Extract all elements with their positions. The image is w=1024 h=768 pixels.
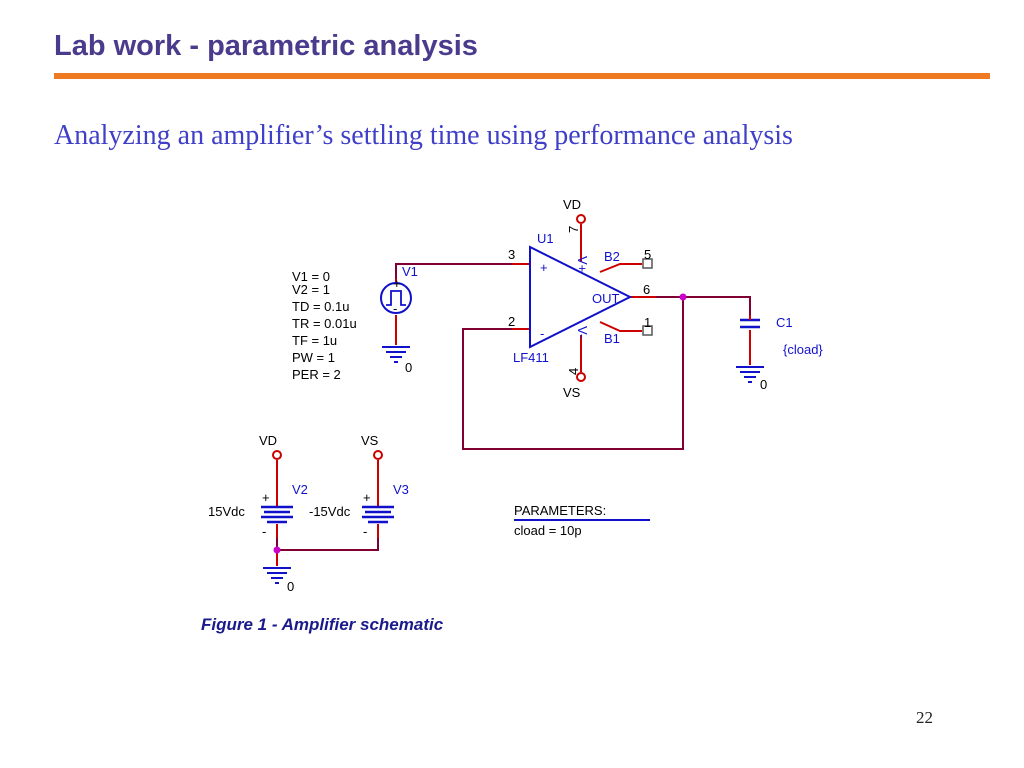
capacitor-c1 xyxy=(740,318,760,329)
vd-net-label: VD xyxy=(563,197,581,212)
slide-title: Lab work - parametric analysis xyxy=(54,30,478,62)
v1-param-4: TF = 1u xyxy=(292,333,337,348)
v1-param-6: PER = 2 xyxy=(292,367,341,382)
pulse-source-circle xyxy=(380,282,412,314)
opamp-ref: U1 xyxy=(537,231,554,246)
svg-text:-: - xyxy=(393,301,397,316)
parameters-entry: cload = 10p xyxy=(514,523,582,538)
ground-c1 xyxy=(736,366,764,383)
opamp-b2-label: B2 xyxy=(604,249,620,264)
vs-terminal xyxy=(576,372,586,382)
junction-supply xyxy=(273,546,281,554)
opamp-minus-label: - xyxy=(540,326,544,341)
opamp-triangle xyxy=(529,245,633,349)
wire-out-to-c1 xyxy=(656,296,751,315)
battery-v3 xyxy=(362,505,394,524)
pulse-source-v1: + - V1 V1 = 0 V2 = 1 TD = 0.1u TR = 0.01… xyxy=(292,264,418,382)
ground-supply-label: 0 xyxy=(287,579,294,594)
pulse-waveform-icon xyxy=(386,290,406,306)
v2-name: V2 xyxy=(292,482,308,497)
opamp-b1-label: B1 xyxy=(604,331,620,346)
slide-subtitle: Analyzing an amplifier’s settling time u… xyxy=(54,120,793,151)
page-number: 22 xyxy=(916,708,933,727)
v1-param-3: TR = 0.01u xyxy=(292,316,357,331)
v1-name: V1 xyxy=(402,264,418,279)
ground-v1-label: 0 xyxy=(405,360,412,375)
vd-supply-terminal xyxy=(272,450,282,460)
figure-caption: Figure 1 - Amplifier schematic xyxy=(201,615,444,634)
v3-minus: - xyxy=(363,524,367,539)
c1-name: C1 xyxy=(776,315,793,330)
v3-plus: + xyxy=(363,490,371,505)
v1-param-1: V2 = 1 xyxy=(292,282,330,297)
battery-v2 xyxy=(261,505,293,524)
title-divider xyxy=(54,73,990,79)
ground-c1-label: 0 xyxy=(760,377,767,392)
vs-supply-terminal xyxy=(373,450,383,460)
pin-number-6: 6 xyxy=(643,282,650,297)
no-connect-pins xyxy=(642,258,653,336)
vs-net-label: VS xyxy=(563,385,581,400)
opamp-out-label: OUT xyxy=(592,291,620,306)
v2-plus: + xyxy=(262,490,270,505)
v2-minus: - xyxy=(262,524,266,539)
pin-number-2: 2 xyxy=(508,314,515,329)
v1-param-5: PW = 1 xyxy=(292,350,335,365)
opamp-plus-label: + xyxy=(540,260,548,275)
v1-param-0: V1 = 0 xyxy=(292,269,330,284)
b2-pin-box xyxy=(642,258,653,269)
pin-number-3: 3 xyxy=(508,247,515,262)
ground-v1 xyxy=(382,346,410,363)
v3-value: -15Vdc xyxy=(309,504,351,519)
opamp-vplus-label: V+ xyxy=(575,256,590,272)
v1-param-2: TD = 0.1u xyxy=(292,299,349,314)
wire-v1-to-pin3 xyxy=(395,263,512,279)
c1-value: {cload} xyxy=(783,342,823,357)
v2-value: 15Vdc xyxy=(208,504,245,519)
opamp-vminus-label: V- xyxy=(575,326,590,338)
v3-net-label: VS xyxy=(361,433,379,448)
ground-supply xyxy=(263,567,291,584)
svg-text:+: + xyxy=(393,276,401,291)
v3-name: V3 xyxy=(393,482,409,497)
parameters-header: PARAMETERS: xyxy=(514,503,606,518)
wire-supply-bus xyxy=(276,538,379,551)
wire-feedback xyxy=(462,297,684,450)
wires xyxy=(276,263,751,551)
opamp-u1: + - U1 LF411 OUT B2 B1 V+ V- 3 2 7 4 6 5… xyxy=(508,197,651,400)
pin-number-7: 7 xyxy=(566,226,581,233)
pin-number-1: 1 xyxy=(644,315,651,330)
opamp-part: LF411 xyxy=(513,350,549,365)
net-terminals xyxy=(272,214,586,460)
b1-pin-box xyxy=(642,325,653,336)
junction-output xyxy=(679,293,687,301)
vd-terminal xyxy=(576,214,586,224)
pin-number-4: 4 xyxy=(566,368,581,375)
v2-net-label: VD xyxy=(259,433,277,448)
pin-number-5: 5 xyxy=(644,247,651,262)
